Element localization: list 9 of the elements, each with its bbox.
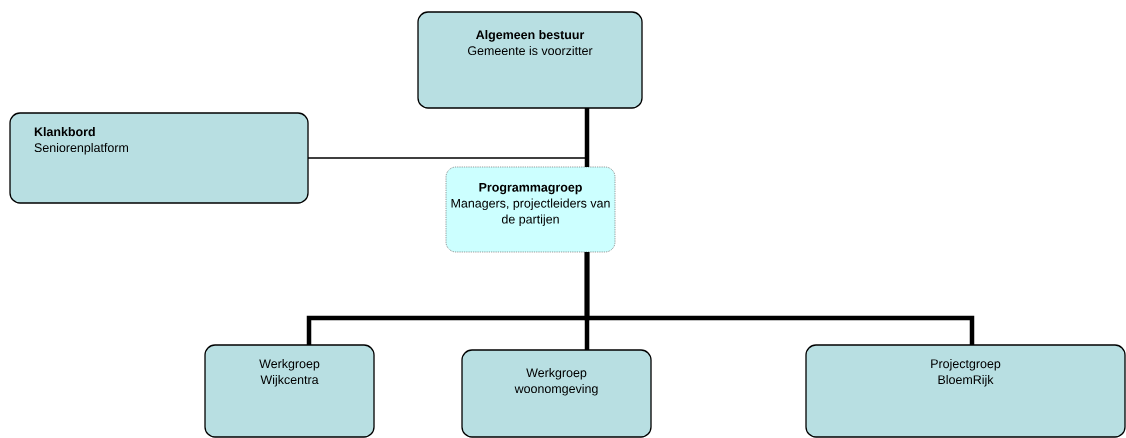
org-box: Klankbord Seniorenplatform	[9, 112, 309, 204]
org-box: Programmagroep Managers, projectleiders van de partijen	[445, 166, 616, 253]
org-box: Werkgroep woonomgeving	[461, 349, 652, 438]
org-box: Projectgroep BloemRijk	[805, 344, 1126, 438]
connector-line	[584, 108, 590, 167]
connector-line	[584, 252, 975, 345]
org-box: Algemeen bestuur Gemeente is voorzitter	[417, 11, 643, 109]
connector-line	[307, 107, 588, 159]
org-box: Werkgroep Wijkcentra	[204, 344, 375, 438]
